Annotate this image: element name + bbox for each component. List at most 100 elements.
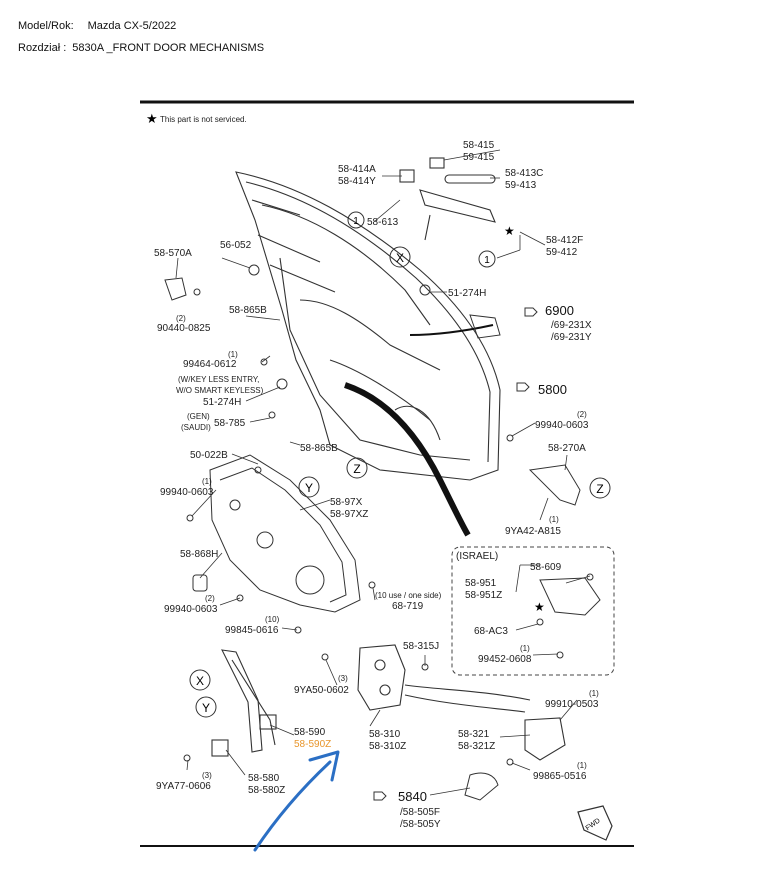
- qty-2-a: (2): [176, 314, 186, 323]
- door-panel: [209, 454, 361, 613]
- star-icon: ★: [504, 224, 515, 238]
- part-58-609: 58-609: [530, 562, 562, 573]
- ref-x-2: X: [196, 674, 204, 688]
- part-58-785: 58-785: [214, 418, 246, 429]
- part-58-613: 58-613: [367, 217, 399, 228]
- part-99865-0516: 99865-0516: [533, 771, 587, 782]
- part-68-719: 68-719: [392, 601, 424, 612]
- part-58-321z: 58-321Z: [458, 741, 495, 752]
- window-regulator: [211, 649, 277, 757]
- header-model: Model/Rok: Mazda CX-5/2022: [18, 20, 176, 32]
- part-58-951z: 58-951Z: [465, 590, 502, 601]
- qty-1-a: (1): [228, 350, 238, 359]
- variant-saudi: (SAUDI): [181, 423, 211, 432]
- part-58-270a: 58-270A: [548, 443, 586, 454]
- israel-label: (ISRAEL): [456, 551, 498, 562]
- part-6900: 6900: [545, 303, 574, 318]
- part-58-868h: 58-868H: [180, 549, 218, 560]
- part-58-505f: /58-505F: [400, 807, 440, 818]
- ref-z-2: Z: [596, 482, 603, 496]
- latch-assembly: [357, 644, 566, 761]
- part-51-274h-a: 51-274H: [448, 288, 486, 299]
- part-58-580z: 58-580Z: [248, 785, 285, 796]
- note-keyless-1: (W/KEY LESS ENTRY,: [178, 375, 259, 384]
- qty-3-a: (3): [338, 674, 348, 683]
- part-59-413: 59-413: [505, 180, 537, 191]
- part-58-505y: /58-505Y: [400, 819, 441, 830]
- ref-markers: 1 1 X Z Y Z X Y: [189, 211, 611, 718]
- part-99845-0616: 99845-0616: [225, 625, 279, 636]
- part-58-97x: 58-97X: [330, 497, 363, 508]
- qty-3-b: (3): [202, 771, 212, 780]
- part-68-ac3: 68-AC3: [474, 626, 508, 637]
- qty-1-d: (1): [520, 644, 530, 653]
- part-58-310z: 58-310Z: [369, 741, 406, 752]
- part-58-414a: 58-414A: [338, 164, 376, 175]
- part-9ya50-0602: 9YA50-0602: [294, 685, 349, 696]
- part-58-865b-b: 58-865B: [300, 443, 338, 454]
- model-value: Mazda CX-5/2022: [87, 20, 177, 32]
- ref-y-2: Y: [202, 701, 210, 715]
- part-99452-0608: 99452-0608: [478, 654, 532, 665]
- note-keyless-2: W/O SMART KEYLESS): [176, 386, 264, 395]
- qty-1-e: (1): [589, 689, 599, 698]
- part-90440-0825: 90440-0825: [157, 323, 211, 334]
- part-58-413c: 58-413C: [505, 168, 543, 179]
- part-58-951: 58-951: [465, 578, 497, 589]
- note-text: This part is not serviced.: [160, 115, 247, 124]
- pointer-icons: [373, 307, 538, 801]
- part-69-231x: /69-231X: [551, 320, 592, 331]
- qty-2-c: (2): [205, 594, 215, 603]
- part-58-590: 58-590: [294, 727, 326, 738]
- door-seal: [344, 382, 471, 537]
- part-58-414y: 58-414Y: [338, 176, 376, 187]
- note-side-use: (10 use / one side): [375, 591, 442, 600]
- part-58-97xz: 58-97XZ: [330, 509, 368, 520]
- fwd-label: FWD: [585, 817, 602, 832]
- ref-one-1: 1: [353, 216, 359, 227]
- blue-arrow-annotation: [253, 750, 340, 852]
- fwd-marker: FWD: [577, 805, 613, 841]
- part-labels: 58-415 59-415 58-414A 58-414Y 58-413C 59…: [154, 140, 599, 830]
- part-69-231y: /69-231Y: [551, 332, 592, 343]
- part-58-590z-highlighted: 58-590Z: [294, 739, 331, 750]
- part-99910-0503: 99910-0503: [545, 699, 599, 710]
- part-58-412f: 58-412F: [546, 235, 583, 246]
- qty-2-b: (2): [577, 410, 587, 419]
- part-56-052: 56-052: [220, 240, 252, 251]
- part-99464-0612: 99464-0612: [183, 359, 237, 370]
- star-icon: ★: [534, 600, 545, 614]
- leader-lines: [175, 149, 591, 796]
- ref-y-1: Y: [305, 481, 313, 495]
- section-label: Rozdział :: [18, 42, 67, 54]
- part-9ya77-0606: 9YA77-0606: [156, 781, 211, 792]
- weatherstrip-line: [409, 324, 494, 336]
- israel-option-box: [451, 546, 615, 676]
- part-59-415: 59-415: [463, 152, 495, 163]
- part-58-310: 58-310: [369, 729, 401, 740]
- variant-gen: (GEN): [187, 412, 210, 421]
- header-section: Rozdział : 5830A _FRONT DOOR MECHANISMS: [18, 42, 264, 54]
- star-icon: ★: [146, 111, 158, 126]
- qty-1-b: (1): [202, 477, 212, 486]
- part-58-865b-a: 58-865B: [229, 305, 267, 316]
- model-label: Model/Rok:: [18, 20, 74, 32]
- part-5840: 5840: [398, 789, 427, 804]
- part-99940-0603-c: 99940-0603: [164, 604, 218, 615]
- qty-10: (10): [265, 615, 280, 624]
- part-58-570a: 58-570A: [154, 248, 192, 259]
- part-99940-0603-a: 99940-0603: [535, 420, 589, 431]
- part-9ya42-a815: 9YA42-A815: [505, 526, 561, 537]
- qty-1-f: (1): [577, 761, 587, 770]
- ref-z-1: Z: [353, 462, 360, 476]
- part-58-315j: 58-315J: [403, 641, 439, 652]
- part-58-321: 58-321: [458, 729, 490, 740]
- section-value: 5830A _FRONT DOOR MECHANISMS: [72, 42, 265, 54]
- part-50-022b: 50-022B: [190, 450, 228, 461]
- part-51-274h-b: 51-274H: [203, 397, 241, 408]
- part-58-580: 58-580: [248, 773, 280, 784]
- part-99940-0603-b: 99940-0603: [160, 487, 214, 498]
- ref-x-1: X: [396, 251, 404, 265]
- qty-1-c: (1): [549, 515, 559, 524]
